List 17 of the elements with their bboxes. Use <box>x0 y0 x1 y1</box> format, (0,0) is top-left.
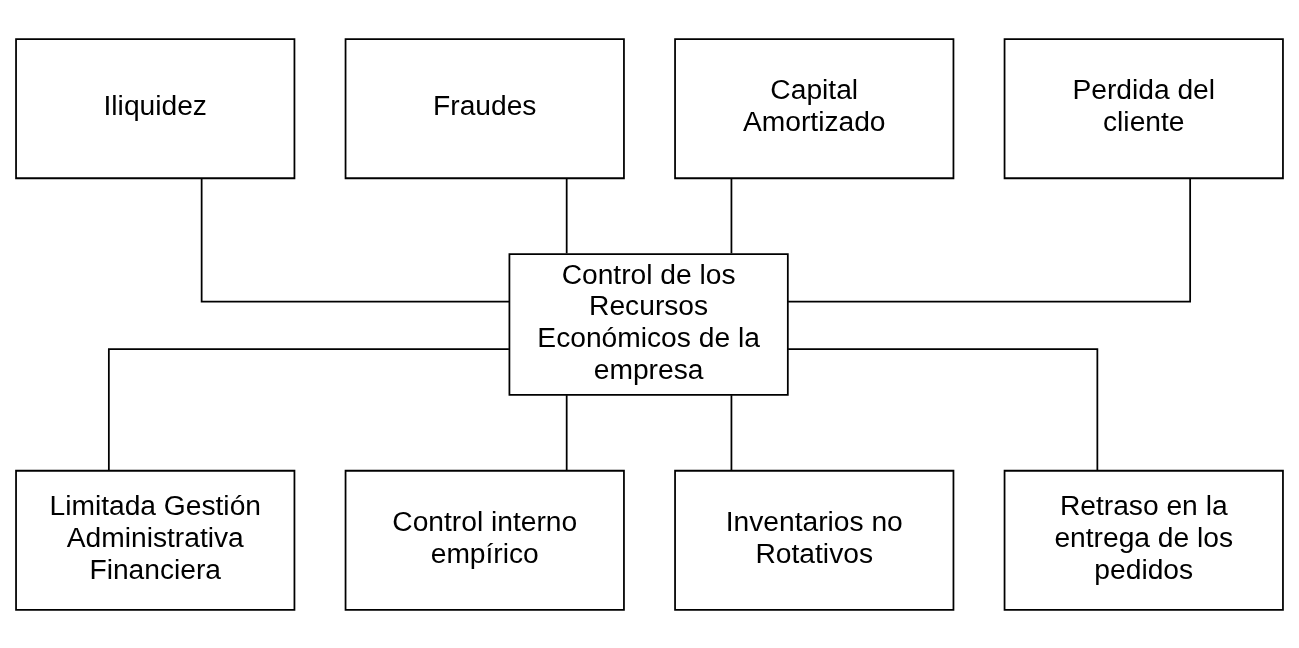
node-box: Retraso en la entrega de los pedidos <box>1003 469 1284 611</box>
node-box: Capital Amortizado <box>674 37 955 179</box>
node-box: Control de los Recursos Económicos de la empresa <box>508 252 789 396</box>
connector <box>787 347 1099 471</box>
connector <box>565 177 568 254</box>
node-box: Perdida del cliente <box>1003 37 1284 179</box>
connector <box>565 393 568 471</box>
node-box: Fraudes <box>344 37 625 179</box>
connector <box>787 176 1192 302</box>
connector <box>200 176 510 302</box>
connector <box>730 393 733 471</box>
node-box: Limitada Gestión Administrativa Financiera <box>15 469 296 611</box>
node-box: Inventarios no Rotativos <box>674 469 955 611</box>
connector <box>107 347 510 471</box>
node-box: Iliquidez <box>15 37 296 179</box>
node-box: Control interno empírico <box>344 469 625 611</box>
connector <box>730 177 733 254</box>
